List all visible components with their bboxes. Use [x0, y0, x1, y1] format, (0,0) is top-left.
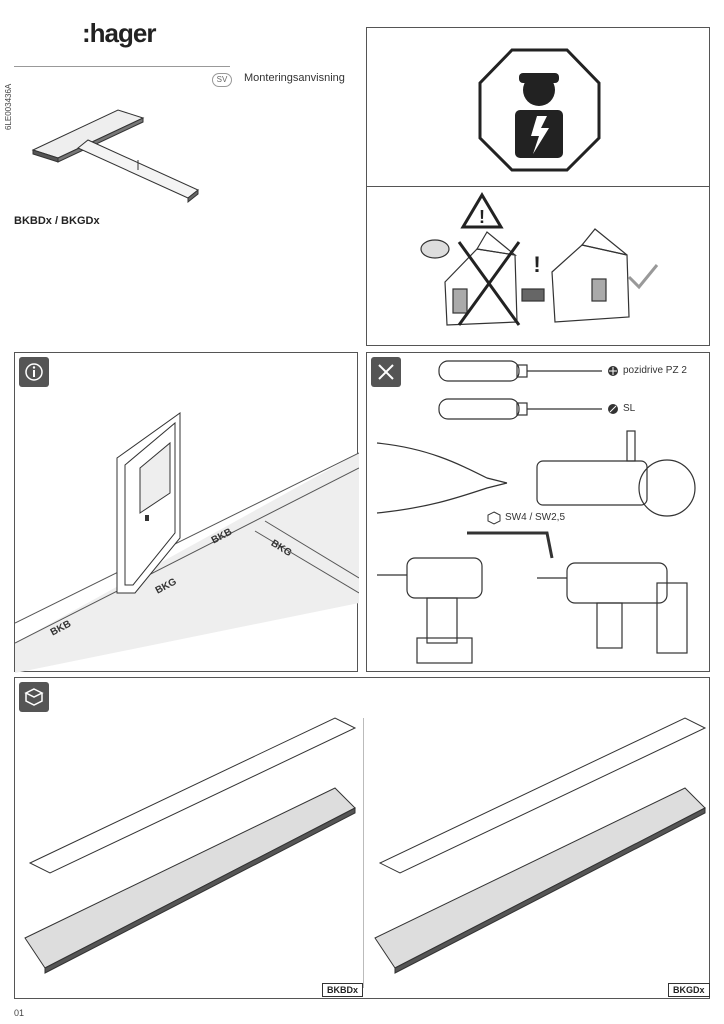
product-name: BKBDx / BKGDx — [14, 215, 100, 227]
tools-illustration — [376, 360, 696, 664]
panel-divider — [363, 718, 364, 988]
pozidrive-label: pozidrive PZ 2 — [623, 365, 687, 376]
package-icon — [19, 682, 49, 712]
tools-icon — [371, 357, 401, 387]
cordless-drill — [377, 557, 483, 664]
hex-key — [467, 531, 554, 559]
electrician-icon — [478, 48, 601, 172]
svg-text:!: ! — [479, 207, 485, 227]
info-icon — [19, 357, 49, 387]
svg-text:!: ! — [533, 252, 540, 277]
document-id: 6LE003436A — [4, 83, 13, 130]
variant-tag-bkgdx: BKGDx — [668, 983, 710, 997]
info-panel: BKB BKB BKG BKG — [14, 352, 359, 673]
variants-illustration — [24, 717, 707, 974]
angle-grinder — [536, 430, 696, 517]
floor-illustration — [15, 412, 359, 673]
hex-icon — [487, 511, 501, 525]
pozidrive-screwdriver — [438, 360, 602, 382]
product-illustration — [31, 109, 199, 204]
hex-key-label: SW4 / SW2,5 — [505, 512, 566, 523]
document-title: Monteringsanvisning — [244, 72, 345, 84]
warning-panel: ! ! — [366, 186, 710, 346]
warning-illustration: ! ! — [420, 192, 659, 326]
hammer-drill — [537, 562, 688, 654]
slotted-icon — [608, 404, 618, 414]
tools-panel: pozidrive PZ 2 SL SW4 / SW2,5 — [366, 352, 710, 672]
pliers — [376, 442, 508, 514]
language-badge: SV — [212, 73, 232, 87]
brand-logo: :hager — [82, 18, 156, 48]
package-contents-panel: BKBDx BKGDx — [14, 677, 710, 999]
warning-icon: ! — [460, 192, 504, 229]
slotted-screwdriver — [438, 398, 602, 420]
pozidrive-icon — [608, 366, 618, 376]
page-number: 01 — [14, 1008, 25, 1018]
slotted-label: SL — [623, 403, 636, 414]
electrician-panel — [366, 27, 710, 187]
variant-tag-bkbdx: BKBDx — [322, 983, 364, 997]
header-rule — [14, 66, 230, 67]
